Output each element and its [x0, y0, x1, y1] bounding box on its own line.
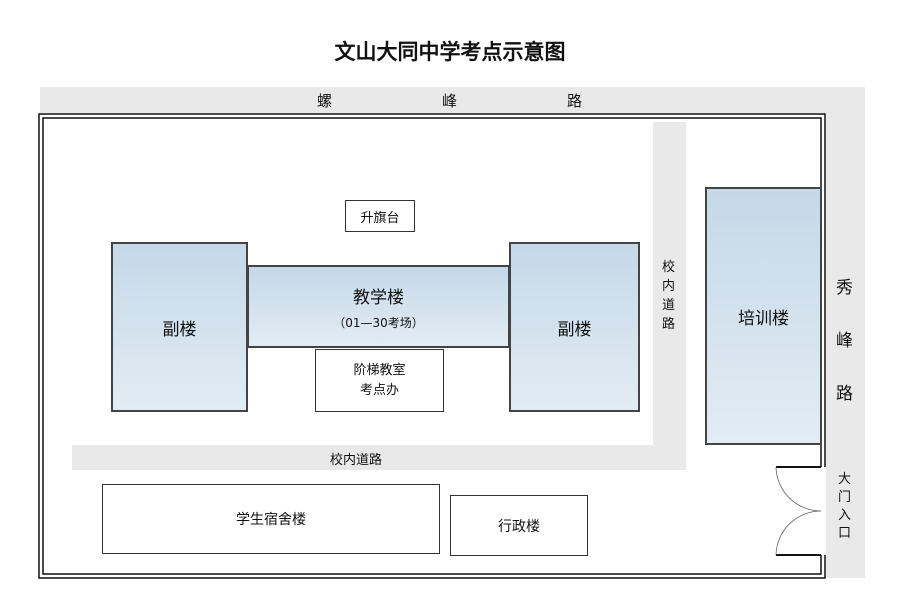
road-char: 峰 [442, 92, 458, 110]
lecture-hall: 阶梯教室考点办 [315, 349, 444, 412]
road-char: 路 [836, 384, 853, 404]
left-annex-building: 副楼 [111, 242, 248, 412]
road-char: 螺 [317, 92, 333, 110]
right-annex-building: 副楼 [509, 242, 640, 412]
map-title: 文山大同中学考点示意图 [334, 40, 566, 64]
admin-building: 行政楼 [450, 495, 588, 556]
flag-platform: 升旗台 [345, 200, 415, 232]
gate-door-icon [775, 466, 822, 556]
training-building: 培训楼 [705, 187, 822, 445]
inner-horizontal-road: 校内道路 [72, 445, 653, 470]
road-char: 秀 [836, 278, 853, 298]
road-char: 峰 [836, 331, 853, 351]
inner-vertical-road: 校内道路 [653, 122, 686, 470]
top-road: 螺 峰 路 [40, 87, 865, 113]
dormitory-building: 学生宿舍楼 [102, 484, 440, 554]
gate-label: 大门入口 [838, 472, 852, 541]
road-char: 路 [567, 92, 583, 110]
right-road: 秀 峰 路 大门入口 [826, 113, 865, 578]
teaching-building: 教学楼 （01—30考场） [247, 265, 510, 348]
